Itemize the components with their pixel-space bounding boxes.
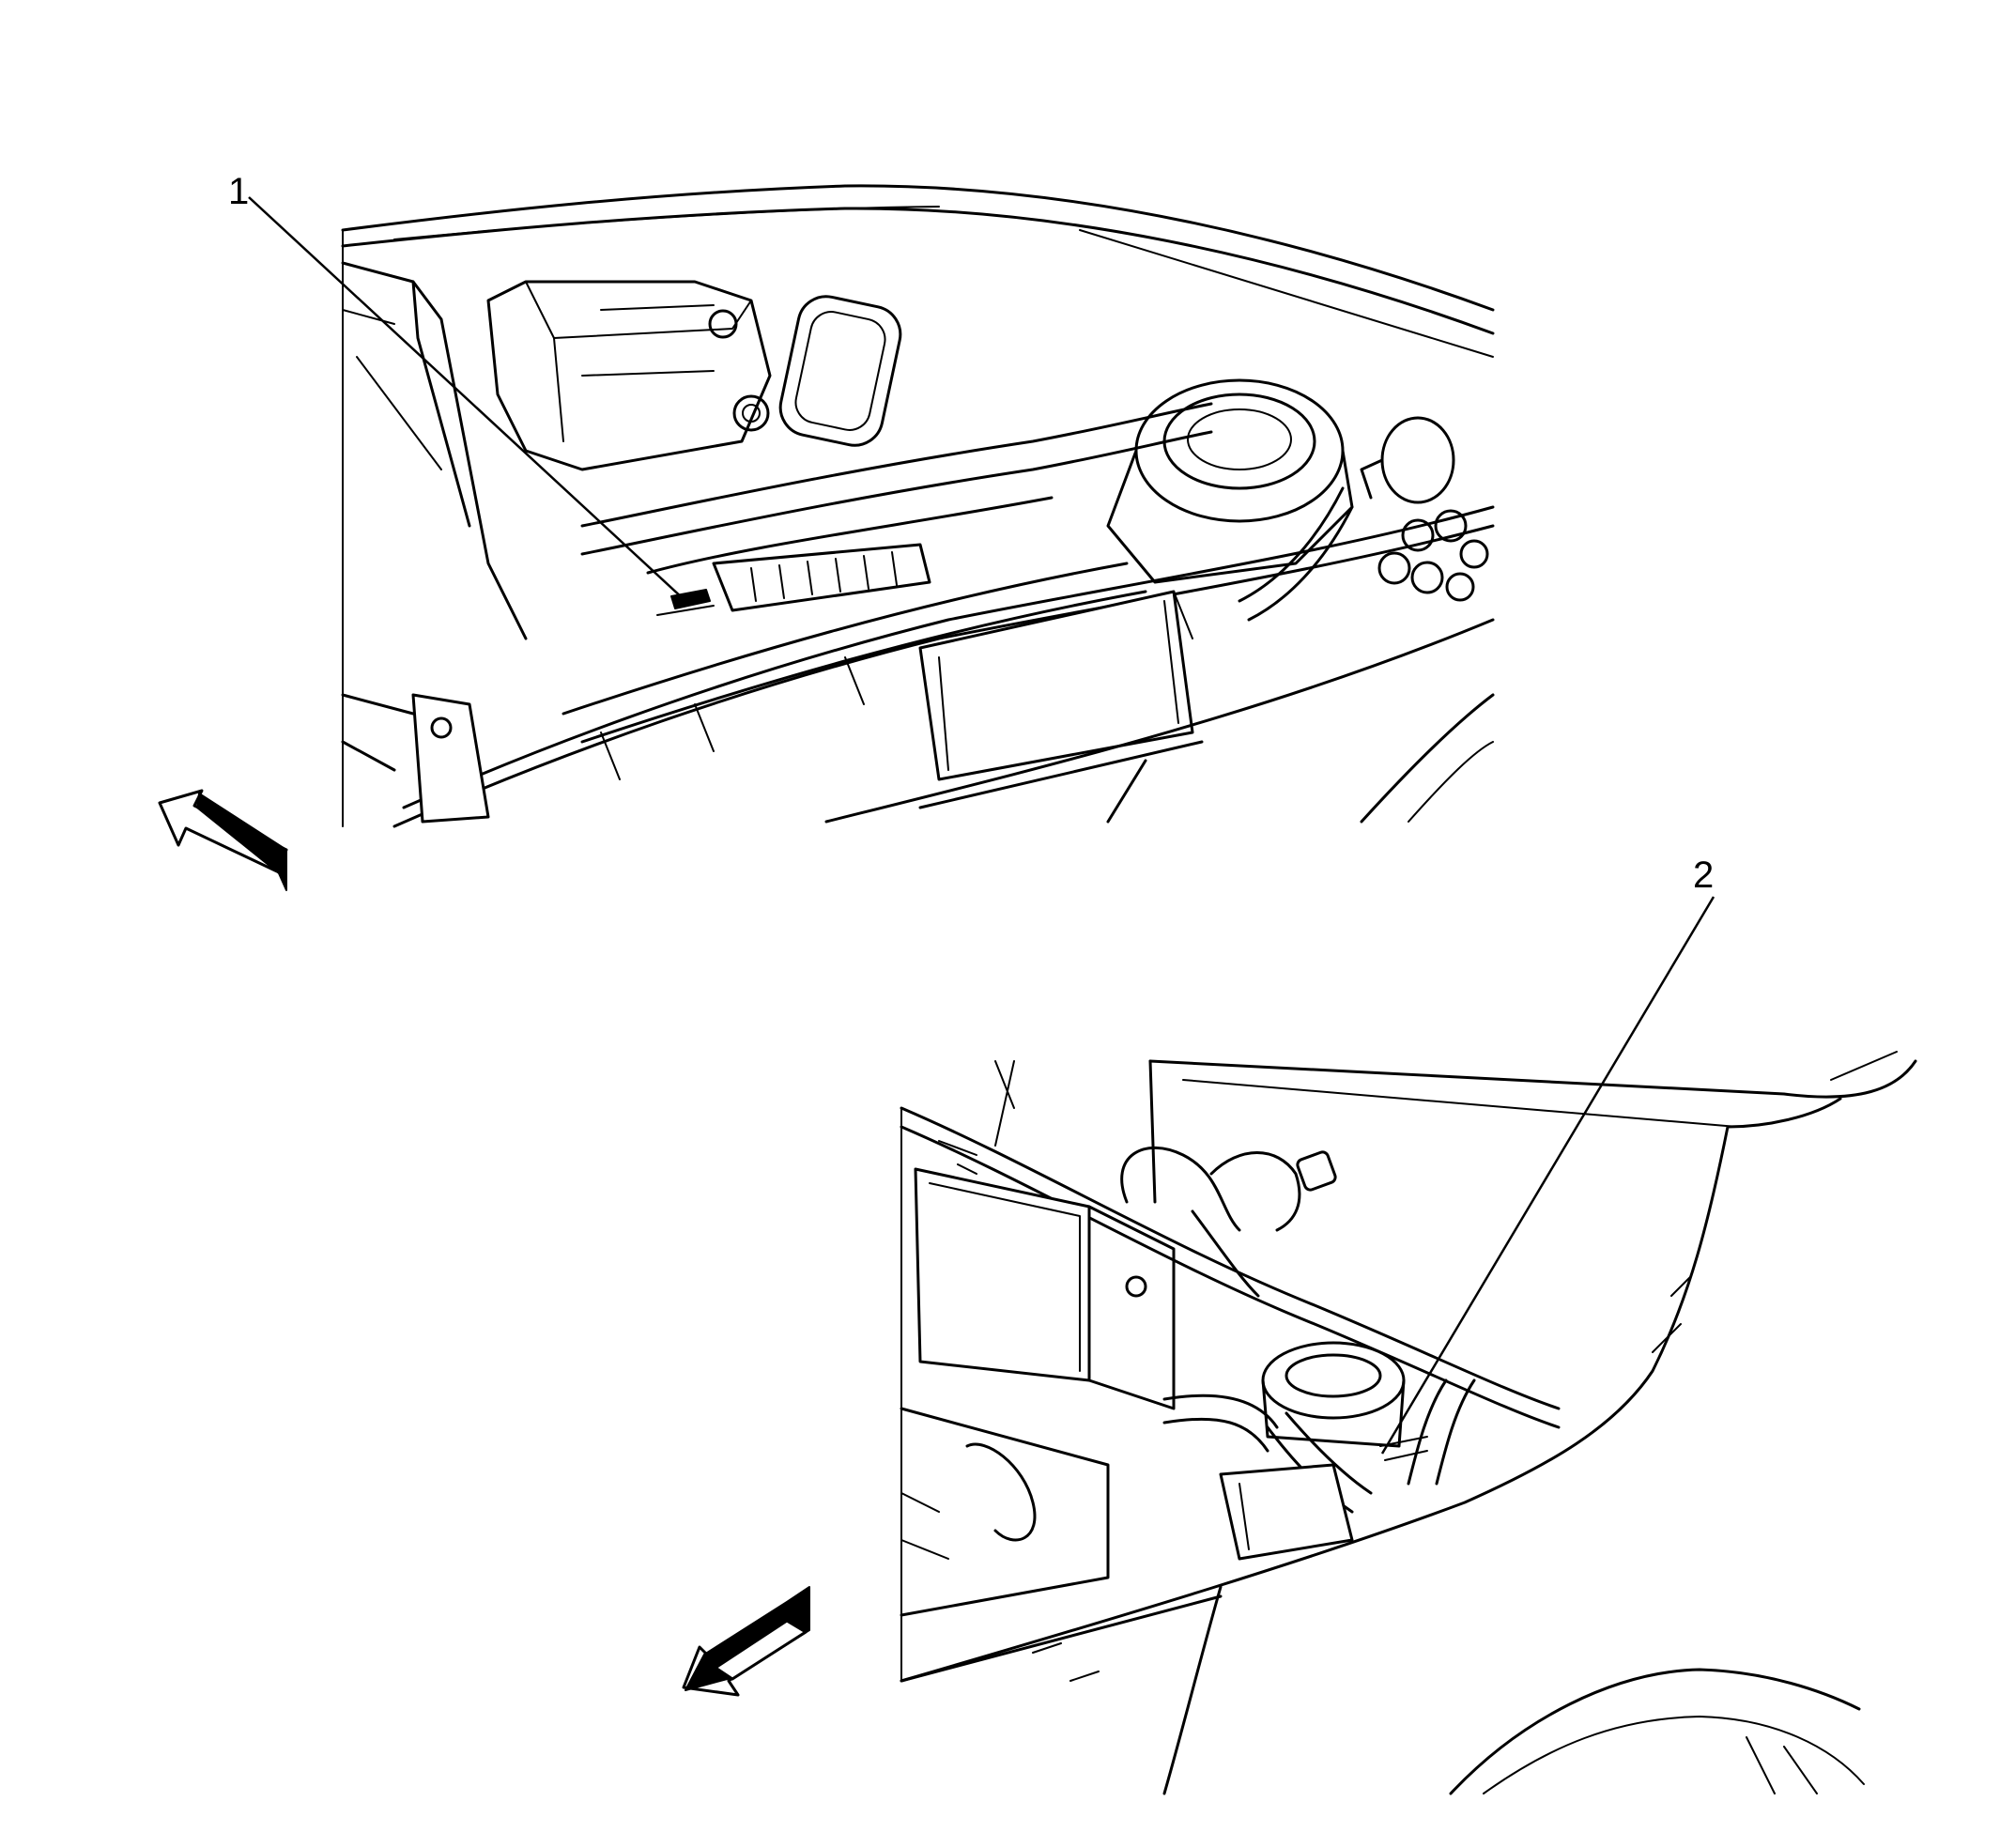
direction-arrow-icon bbox=[158, 789, 288, 891]
top-engine-compartment-view bbox=[341, 184, 1495, 828]
callout-2-label: 2 bbox=[1693, 855, 1714, 896]
callout-2-leader bbox=[1380, 896, 1715, 1455]
callout-1-label: 1 bbox=[228, 171, 249, 212]
direction-arrow-icon bbox=[682, 1586, 810, 1697]
callout-1-leader bbox=[248, 196, 685, 600]
bottom-engine-compartment-view bbox=[900, 1051, 1917, 1795]
